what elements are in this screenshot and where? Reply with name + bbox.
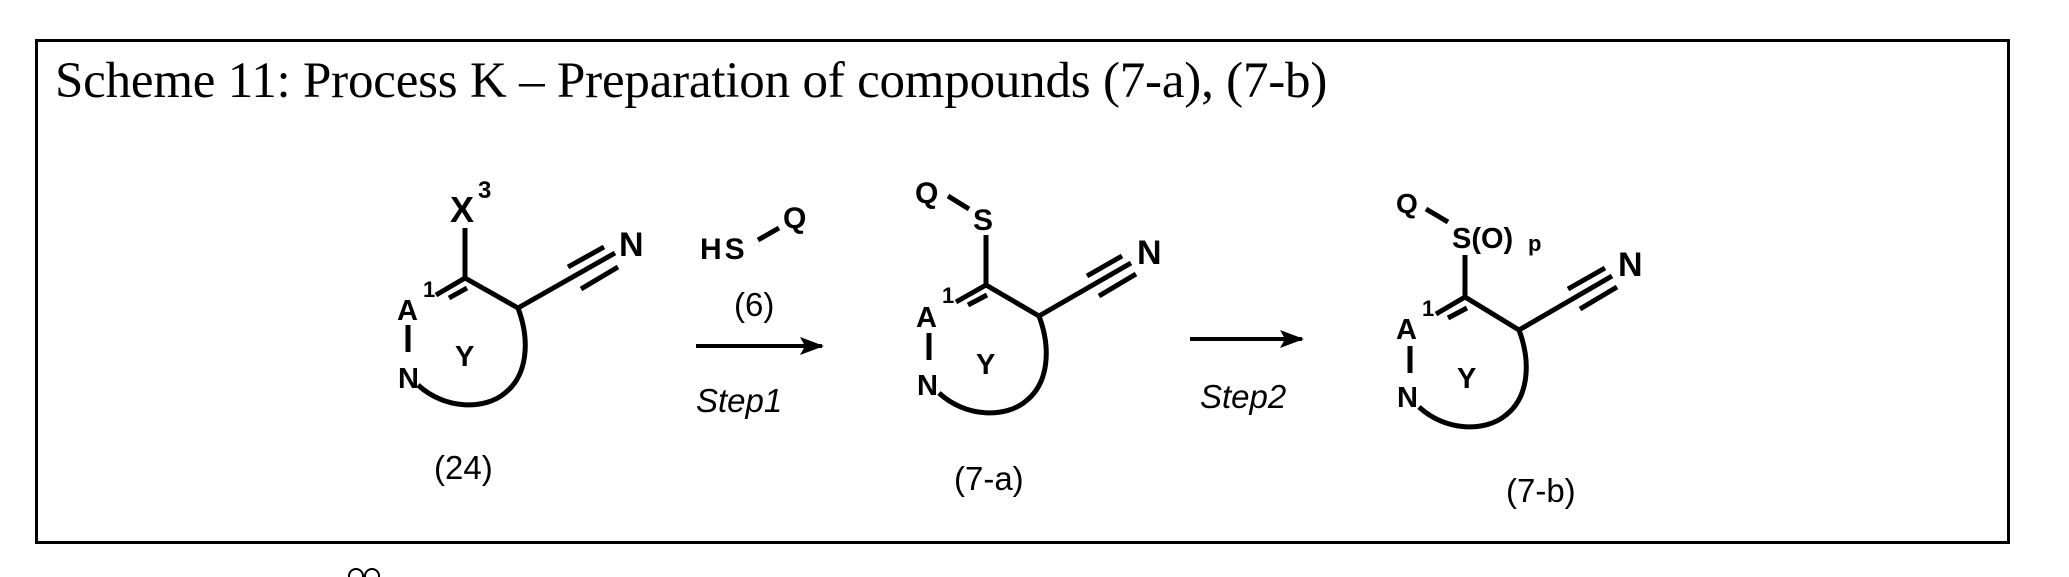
ring-arc [1417,329,1529,430]
arrowhead-icon [1280,330,1304,348]
compound-7b: Q S(O) p 1 N A N Y (7-b) [1396,188,1643,509]
glyph-fragment [364,568,380,577]
arrowhead-icon [800,337,824,355]
atom-s-oxide: S(O) [1452,223,1513,255]
atom-a: A [1396,314,1417,346]
atom-s-oxide-subscript: p [1528,231,1541,256]
bond-c1-c [1463,294,1521,333]
compound-7a: Q S 1 N A N Y (7-a) [915,177,1162,497]
bond-nitrile-main [516,250,617,311]
reagent-q: Q [783,202,806,235]
atom-x: X [450,189,474,230]
atom-q: Q [1396,188,1418,219]
bond-nitrile-upper [1085,253,1124,279]
step1-arrow: Step1 [696,337,824,419]
scheme-frame [35,39,2010,544]
bond-q-s [946,193,971,212]
bond-c1-c [984,282,1041,319]
atom-nitrile-n: N [1618,246,1643,284]
reagent-hs: HS [700,233,748,266]
atom-a-superscript: 1 [942,283,954,308]
bond-nitrile-upper [1566,265,1607,292]
reagent-label-6: (6) [734,286,774,323]
bond-c1-a-inner [447,285,469,301]
scheme-title: Scheme 11: Process K – Preparation of co… [55,53,1328,109]
step1-label: Step1 [696,382,782,419]
compound-label-7b: (7-b) [1506,472,1576,509]
atom-a: A [916,302,937,334]
bond-nitrile-lower [1578,284,1619,312]
bond-c1-a-outer [954,282,988,305]
bond-c1-a-outer [434,275,467,298]
atom-n: N [917,370,938,402]
reagent-6: HS Q (6) [700,202,806,323]
compound-label-24: (24) [434,449,493,486]
bond-c1-a-outer [1434,294,1467,317]
bond-q-s [1424,206,1450,225]
bond-c1-a-inner [966,292,989,308]
atom-nitrile-n: N [619,226,644,264]
clipped-text-fragment [348,568,388,577]
ring-label-y: Y [455,341,474,373]
atom-a: A [397,295,418,327]
bond-nitrile-lower [1097,271,1138,299]
ring-label-y: Y [976,349,995,381]
compound-label-7a: (7-a) [954,460,1024,497]
atom-n: N [1397,382,1418,414]
step2-arrow: Step2 [1190,330,1304,415]
compound-24: X 3 1 N A N Y (24) [397,177,644,486]
ring-label-y: Y [1457,363,1476,395]
atom-x-superscript: 3 [478,177,491,204]
atom-a-superscript: 1 [1422,296,1434,321]
atom-n: N [398,363,419,395]
atom-q: Q [915,177,938,210]
atom-nitrile-n: N [1137,234,1162,272]
atom-a-superscript: 1 [423,277,435,302]
bond-c1-c [463,275,520,311]
step2-label: Step2 [1200,378,1286,415]
ring-arc [937,315,1049,416]
bond-nitrile-main [1517,273,1614,333]
bond-nitrile-main [1037,260,1133,319]
bond-nitrile-upper [566,244,606,270]
ring-arc [416,307,528,408]
atom-s: S [973,204,993,237]
glyph-fragment [348,568,364,577]
bond-c1-a-inner [1446,305,1469,321]
bond-nitrile-lower [579,264,620,292]
bond-s-q [756,225,781,243]
